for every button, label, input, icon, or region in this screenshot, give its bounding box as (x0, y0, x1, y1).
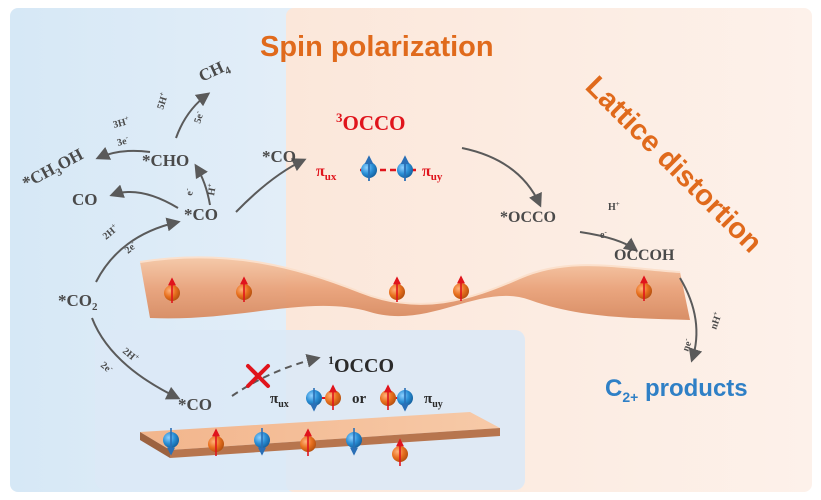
triplet-pi-uy: πuy (422, 163, 443, 183)
reaction-arrows (91, 92, 703, 400)
svg-text:e-: e- (600, 228, 607, 241)
singlet-or: or (352, 391, 367, 407)
svg-text:2e-: 2e- (122, 238, 140, 256)
flat-lattice-slab-edge (140, 432, 170, 458)
species-co-bottom: *CO (178, 395, 212, 414)
arrow-co2-to-co-bottom (91, 317, 181, 400)
species-co2: *CO2 (58, 291, 98, 313)
species-free-co: CO (72, 190, 98, 209)
arrow-co-to-free-co (109, 184, 179, 209)
arrow-cho-to-ch4 (175, 92, 211, 139)
flat-lattice-slab-top (140, 412, 500, 450)
svg-text:H+: H+ (608, 200, 620, 213)
products-label: C2+ products (605, 375, 748, 405)
arrow-blocked-to-singlet (231, 353, 321, 397)
title-spin-polarization: Spin polarization (260, 31, 494, 63)
arrow-occoh-to-products (679, 277, 703, 363)
arrow-cho-to-ch3oh (95, 146, 151, 160)
singlet-occo-label: 1OCCO (328, 353, 394, 377)
triplet-occo-label: 3OCCO (336, 110, 406, 135)
singlet-pi-uy: πuy (424, 391, 443, 410)
species-co-top: *CO (184, 205, 218, 224)
slab-spins (163, 428, 408, 466)
singlet-pi-ux: πux (270, 391, 289, 410)
svg-text:2e-: 2e- (98, 358, 116, 376)
triplet-occo-schematic (360, 155, 420, 181)
svg-text:nH+: nH+ (707, 310, 725, 331)
arrow-co-to-cho (194, 163, 211, 206)
svg-text:e-: e- (182, 187, 196, 197)
arrow-occo-to-occoh (579, 231, 639, 252)
ribbon-spins (164, 275, 652, 303)
species-co-mid: *CO (262, 147, 296, 166)
svg-text:5H+: 5H+ (153, 91, 171, 111)
singlet-panel (95, 330, 525, 490)
step-labels: 3H+ 3e- 5H+ 5e- H+ e- 2H+ 2e- H+ e- nH+ … (98, 91, 725, 376)
arrow-co-to-star-co (235, 158, 307, 213)
svg-text:3e-: 3e- (115, 133, 130, 149)
distorted-lattice-ribbon (140, 257, 690, 320)
species-occoh: OCCOH (614, 247, 675, 264)
arrow-co2-to-co-top (95, 217, 181, 283)
ribbon-highlight (139, 256, 681, 305)
triplet-pi-ux: πux (316, 163, 337, 183)
singlet-occo-schematic (306, 384, 413, 412)
svg-text:ne-: ne- (679, 336, 696, 353)
flat-lattice-slab-side (170, 428, 500, 458)
arrow-triplet-to-occo (461, 147, 542, 208)
species-cho: *CHO (142, 151, 189, 170)
species-occo: *OCCO (500, 209, 556, 226)
svg-text:3H+: 3H+ (111, 114, 131, 131)
svg-text:H+: H+ (204, 183, 219, 197)
svg-text:5e-: 5e- (190, 109, 206, 125)
blocked-path-x (246, 364, 270, 388)
